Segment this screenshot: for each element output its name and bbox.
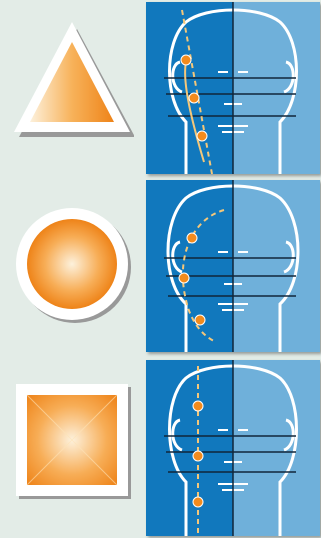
face-profile-square [146,360,320,536]
row-triangle [0,0,321,176]
square-shape-icon [10,378,134,502]
face-profile-round [146,180,320,352]
circle-shape-icon [10,202,134,326]
row-square [0,358,321,538]
face-profile-triangle [146,2,320,174]
row-circle [0,178,321,354]
triangle-shape-icon [10,20,134,144]
